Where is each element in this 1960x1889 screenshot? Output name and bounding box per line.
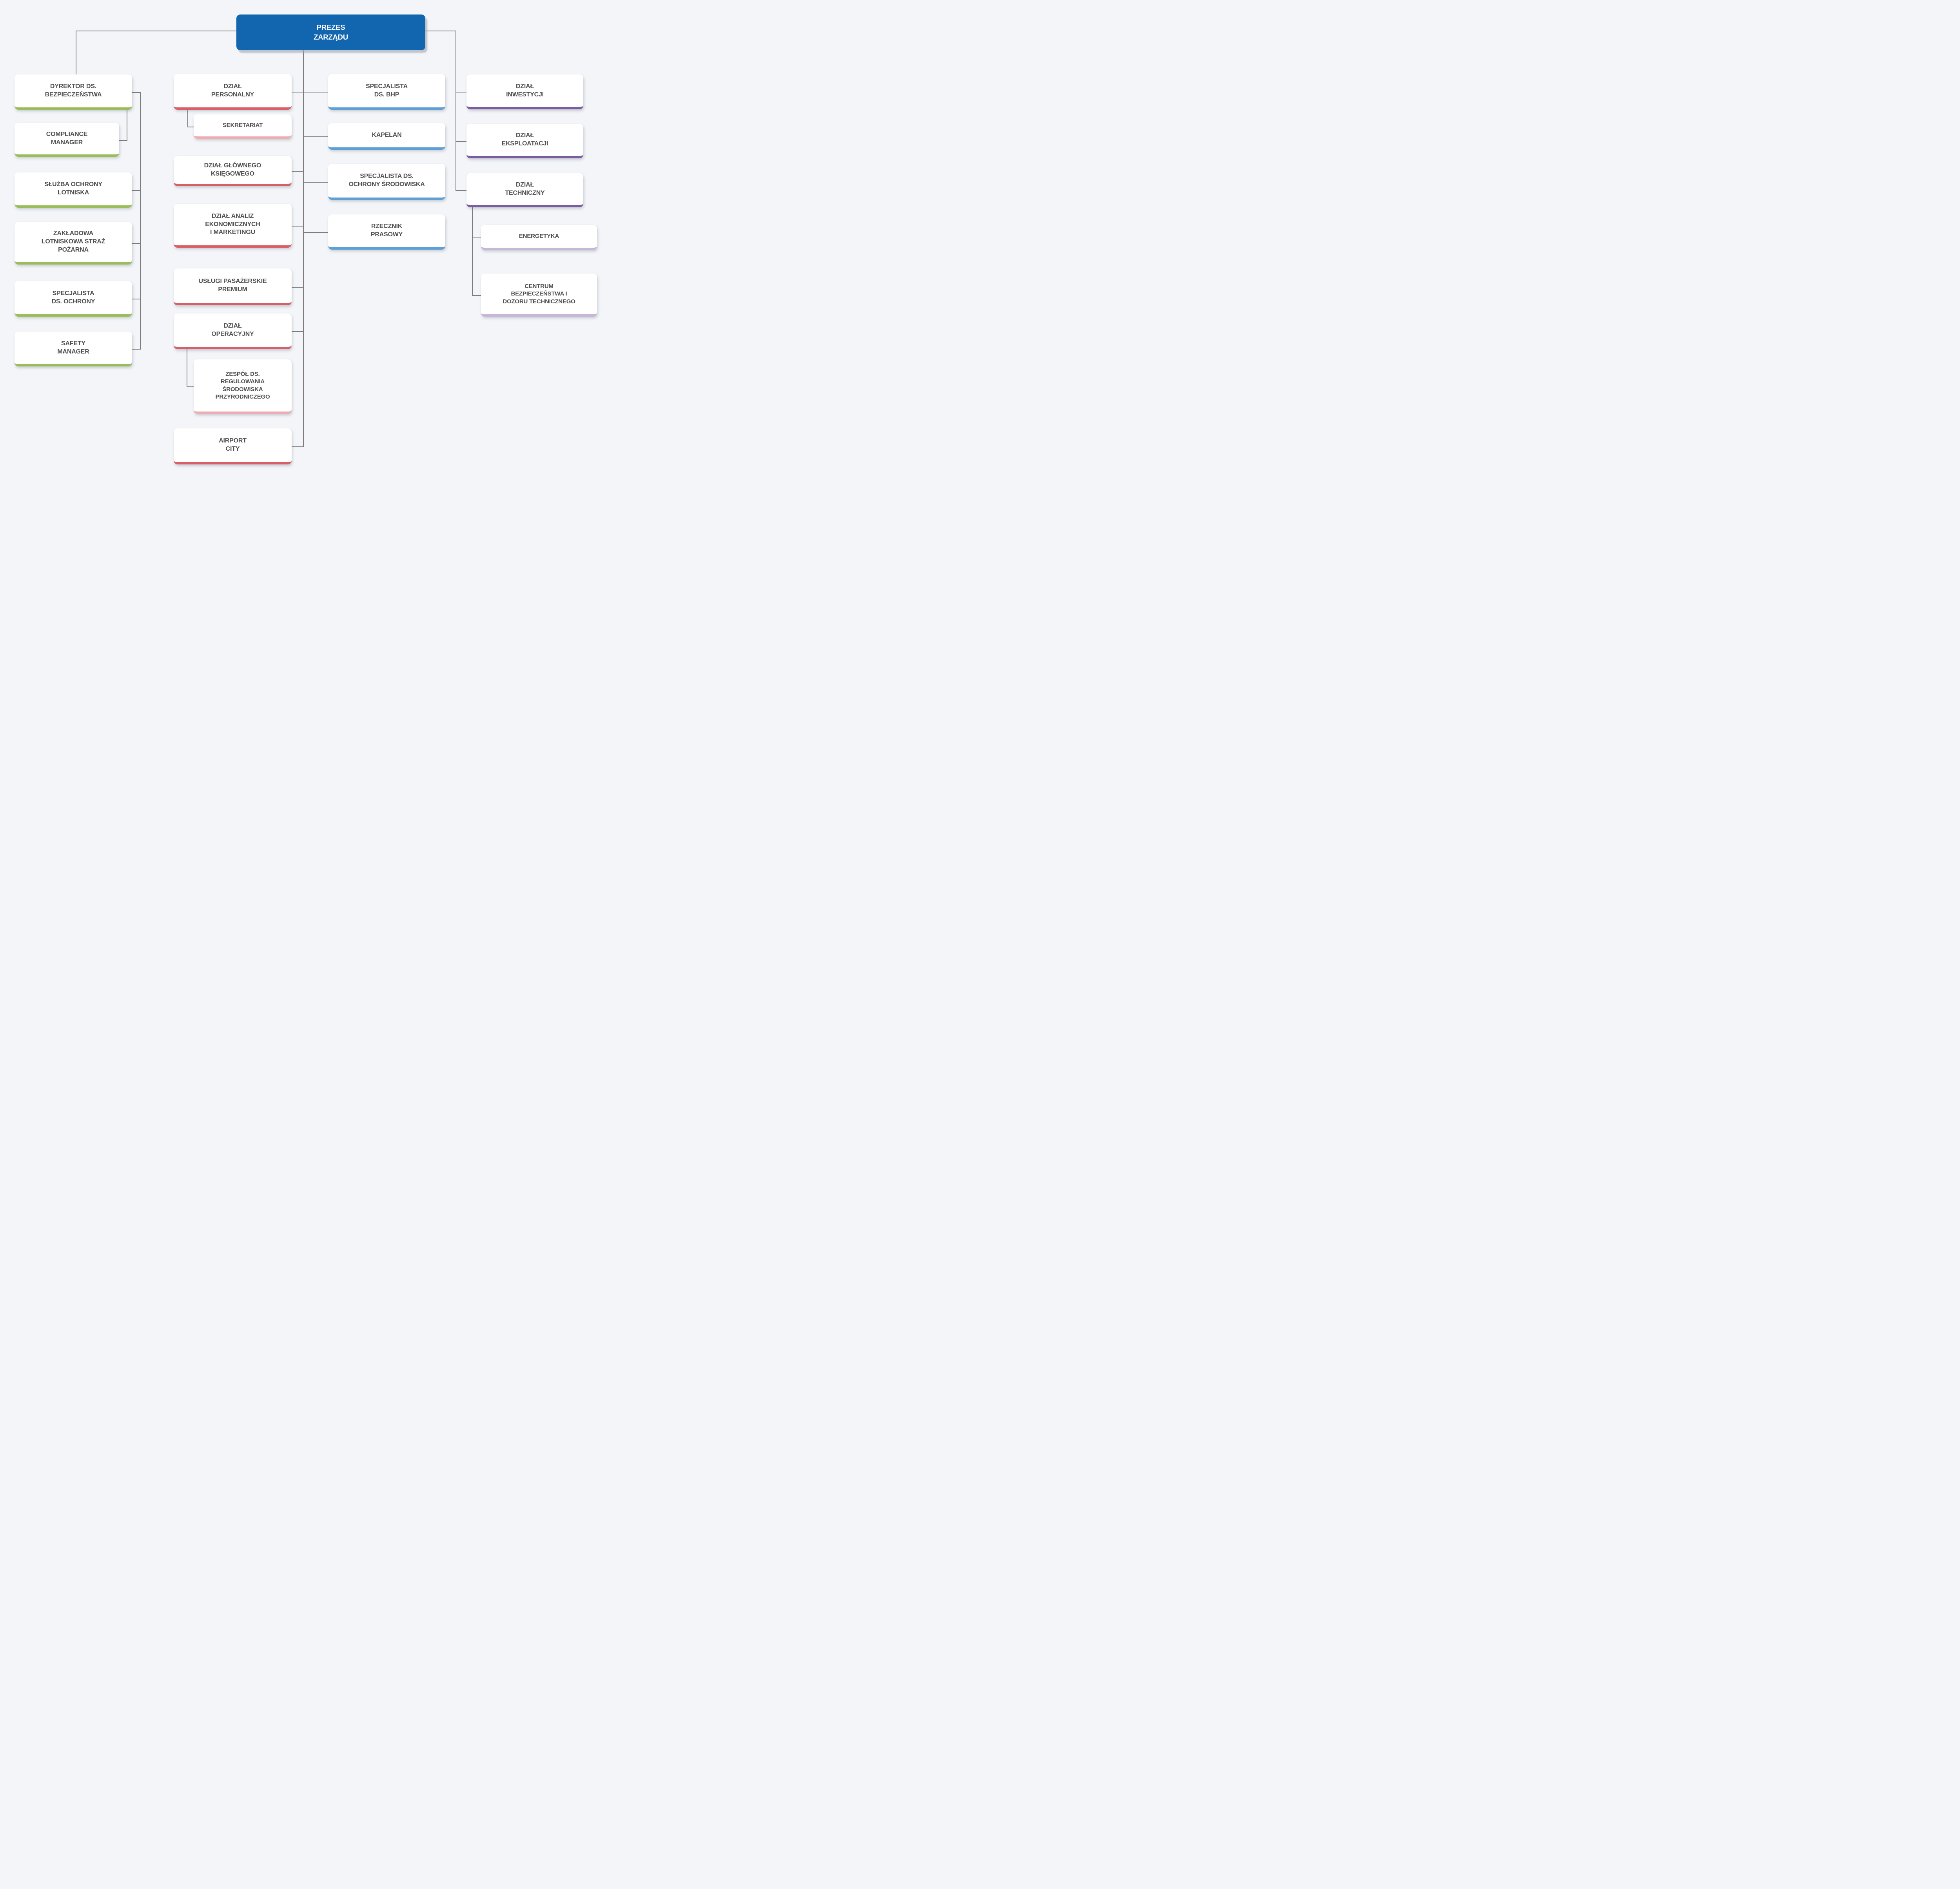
connector-stub-ochrony-srodowiska: [303, 182, 328, 183]
node-airport-city: AIRPORT CITY: [174, 428, 292, 464]
connector-green-head-stub: [132, 92, 140, 93]
connector-stub-safety: [132, 349, 140, 350]
node-specjalista-ds-ochrony-srodowiska: SPECJALISTA DS. OCHRONY ŚRODOWISKA: [328, 164, 445, 200]
connector-stub-operacyjny: [292, 331, 303, 332]
node-dzial-eksploatacji: DZIAŁ EKSPLOATACJI: [466, 124, 583, 158]
node-dzial-operacyjny: DZIAŁ OPERACYJNY: [174, 314, 292, 349]
node-safety-manager: SAFETY MANAGER: [15, 332, 132, 366]
connector-center-trunk: [303, 50, 304, 447]
node-centrum-bezpieczenstwa: CENTRUM BEZPIECZEŃSTWA I DOZORU TECHNICZ…: [481, 274, 597, 317]
connector-stub-sluzba: [132, 190, 140, 191]
connector-stub-centrum: [472, 295, 481, 296]
connector-stub-uslugi: [292, 287, 303, 288]
node-uslugi-pasazerskie-premium: USŁUGI PASAŻERSKIE PREMIUM: [174, 268, 292, 305]
node-energetyka: ENERGETYKA: [481, 225, 597, 250]
connector-stub-zakladowa: [132, 243, 140, 244]
node-prezes-zarzadu: PREZES ZARZĄDU: [236, 15, 425, 50]
node-kapelan: KAPELAN: [328, 123, 445, 150]
connector-stub-energetyka: [472, 237, 481, 238]
connector-stub-kapelan: [303, 136, 328, 137]
node-zespol-ds-regulowania-srodowiska: ZESPÓŁ DS. REGULOWANIA ŚRODOWISKA PRZYRO…: [194, 359, 292, 414]
node-dzial-inwestycji: DZIAŁ INWESTYCJI: [466, 74, 583, 109]
connector-stub-rzecznik: [303, 232, 328, 233]
node-sekretariat: SEKRETARIAT: [194, 114, 292, 139]
org-chart-canvas: PREZES ZARZĄDU DYREKTOR DS. BEZPIECZEŃST…: [0, 0, 615, 542]
connector-stub-zespol: [187, 386, 194, 387]
connector-stub-airport: [292, 446, 303, 447]
node-rzecznik-prasowy: RZECZNIK PRASOWY: [328, 214, 445, 250]
node-compliance-manager: COMPLIANCE MANAGER: [15, 123, 119, 157]
node-dzial-glownego-ksiegowego: DZIAŁ GŁÓWNEGO KSIĘGOWEGO: [174, 156, 292, 186]
connector-green-trunk: [140, 92, 141, 350]
connector-stub-eksploatacji: [456, 141, 466, 142]
node-dzial-analiz-ekonomicznych: DZIAŁ ANALIZ EKONOMICZNYCH I MARKETINGU: [174, 204, 292, 248]
node-sluzba-ochrony-lotniska: SŁUŻBA OCHRONY LOTNISKA: [15, 172, 132, 208]
node-zakladowa-straz-pozarna: ZAKŁADOWA LOTNISKOWA STRAŻ POŻARNA: [15, 222, 132, 265]
node-specjalista-ds-bhp: SPECJALISTA DS. BHP: [328, 74, 445, 110]
node-specjalista-ds-ochrony: SPECJALISTA DS. OCHRONY: [15, 281, 132, 317]
connector-stub-compliance: [119, 140, 127, 141]
node-dyrektor-ds-bezpieczenstwa: DYREKTOR DS. BEZPIECZEŃSTWA: [15, 74, 132, 110]
connector-techniczny-sub-drop: [472, 207, 473, 296]
connector-stub-ksiegowego: [292, 171, 303, 172]
node-dzial-techniczny: DZIAŁ TECHNICZNY: [466, 173, 583, 207]
connector-sekretariat-drop: [187, 110, 188, 127]
connector-stub-analiz: [292, 226, 303, 227]
node-dzial-personalny: DZIAŁ PERSONALNY: [174, 74, 292, 110]
connector-stub-techniczny: [456, 190, 466, 191]
